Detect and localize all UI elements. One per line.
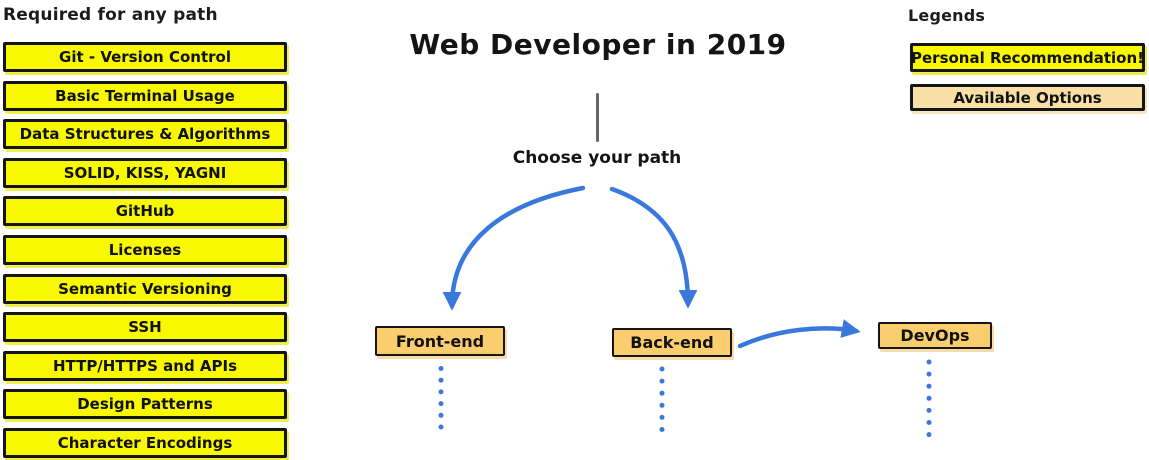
arrow-backend-to-devops <box>737 319 861 349</box>
node-back-end: Back-end <box>612 328 732 357</box>
required-items-list: Git - Version Control Basic Terminal Usa… <box>3 42 287 458</box>
arrow-choose-to-frontend <box>442 185 586 311</box>
arrow-choose-to-backend <box>609 186 698 309</box>
node-devops: DevOps <box>878 322 992 349</box>
required-item: Character Encodings <box>3 427 287 458</box>
required-section-header: Required for any path <box>3 5 218 25</box>
required-item: GitHub <box>3 196 287 227</box>
required-item: SOLID, KISS, YAGNI <box>3 157 287 188</box>
choose-path-label: Choose your path <box>512 148 682 168</box>
legend-personal-recommendation: Personal Recommendation! <box>910 43 1145 72</box>
diagram-title: Web Developer in 2019 <box>409 28 787 61</box>
node-front-end: Front-end <box>375 326 505 356</box>
required-item: Licenses <box>3 234 287 265</box>
required-item: SSH <box>3 312 287 343</box>
required-item: HTTP/HTTPS and APIs <box>3 350 287 381</box>
legends-section-header: Legends <box>908 6 986 25</box>
required-item: Semantic Versioning <box>3 273 287 304</box>
legends-list: Personal Recommendation! Available Optio… <box>910 43 1145 111</box>
legend-available-options: Available Options <box>910 84 1145 111</box>
required-item: Git - Version Control <box>3 42 287 72</box>
title-stem-line <box>595 93 599 142</box>
required-item: Basic Terminal Usage <box>3 80 287 111</box>
required-item: Data Structures & Algorithms <box>3 119 287 150</box>
required-item: Design Patterns <box>3 389 287 420</box>
